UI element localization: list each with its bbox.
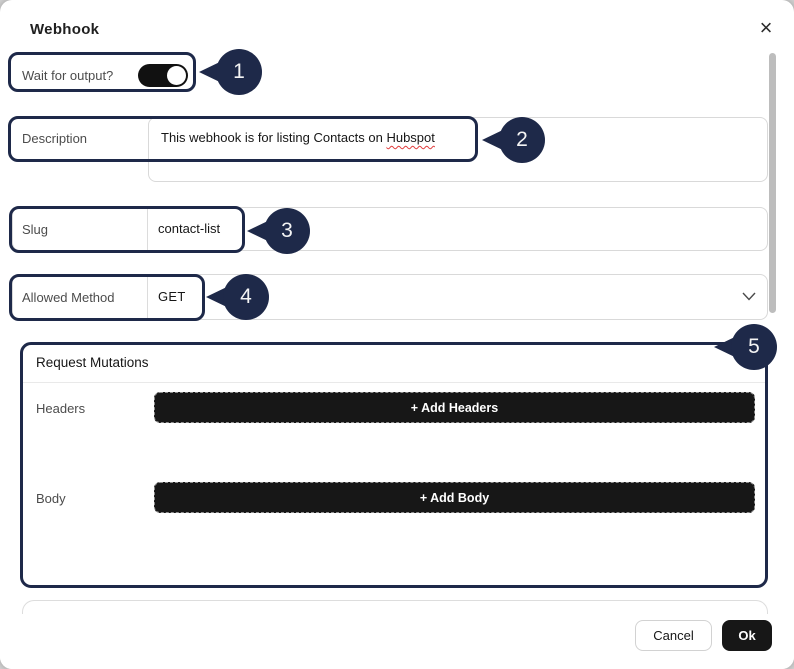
cancel-button[interactable]: Cancel (635, 620, 712, 651)
headers-label: Headers (36, 401, 86, 416)
toggle-knob (167, 66, 186, 85)
vertical-scrollbar-thumb[interactable] (769, 53, 776, 313)
callout-5-badge: 5 (731, 324, 777, 370)
callout-5-pointer-icon (714, 334, 741, 360)
description-textarea[interactable] (148, 117, 768, 182)
allowed-method-select[interactable] (12, 274, 768, 320)
callout-1-pointer-icon (199, 59, 226, 85)
dialog-title: Webhook (30, 21, 100, 38)
ok-button[interactable]: Ok (722, 620, 772, 651)
allowed-method-divider (147, 275, 148, 319)
dialog-footer: Cancel Ok (0, 614, 794, 669)
body-label: Body (36, 491, 66, 506)
request-mutations-separator (23, 382, 765, 383)
wait-for-output-label: Wait for output? (22, 68, 114, 83)
annotation-box-request-mutations (20, 342, 768, 588)
add-body-button[interactable]: + Add Body (154, 482, 755, 513)
wait-for-output-toggle[interactable] (138, 64, 188, 87)
allowed-method-value: GET (158, 289, 186, 304)
chevron-down-icon[interactable] (742, 292, 756, 301)
slug-value: contact-list (158, 221, 221, 236)
description-value: This webhook is for listing Contacts on … (161, 130, 435, 145)
slug-field-divider (147, 208, 148, 250)
collapsed-next-section[interactable] (22, 600, 768, 615)
callout-5: 5 (714, 324, 777, 370)
request-mutations-title: Request Mutations (36, 355, 149, 370)
close-icon[interactable]: × (759, 15, 773, 40)
allowed-method-label: Allowed Method (22, 290, 115, 305)
description-text: This webhook is for listing Contacts on (161, 130, 383, 145)
callout-1-badge: 1 (216, 49, 262, 95)
add-headers-button[interactable]: + Add Headers (154, 392, 755, 423)
slug-field[interactable] (12, 207, 768, 251)
description-label: Description (22, 131, 88, 146)
callout-1: 1 (199, 49, 262, 95)
slug-label: Slug (22, 222, 49, 237)
description-misspelled-word: Hubspot (386, 130, 435, 145)
wait-for-output-row: Wait for output? (22, 64, 188, 87)
